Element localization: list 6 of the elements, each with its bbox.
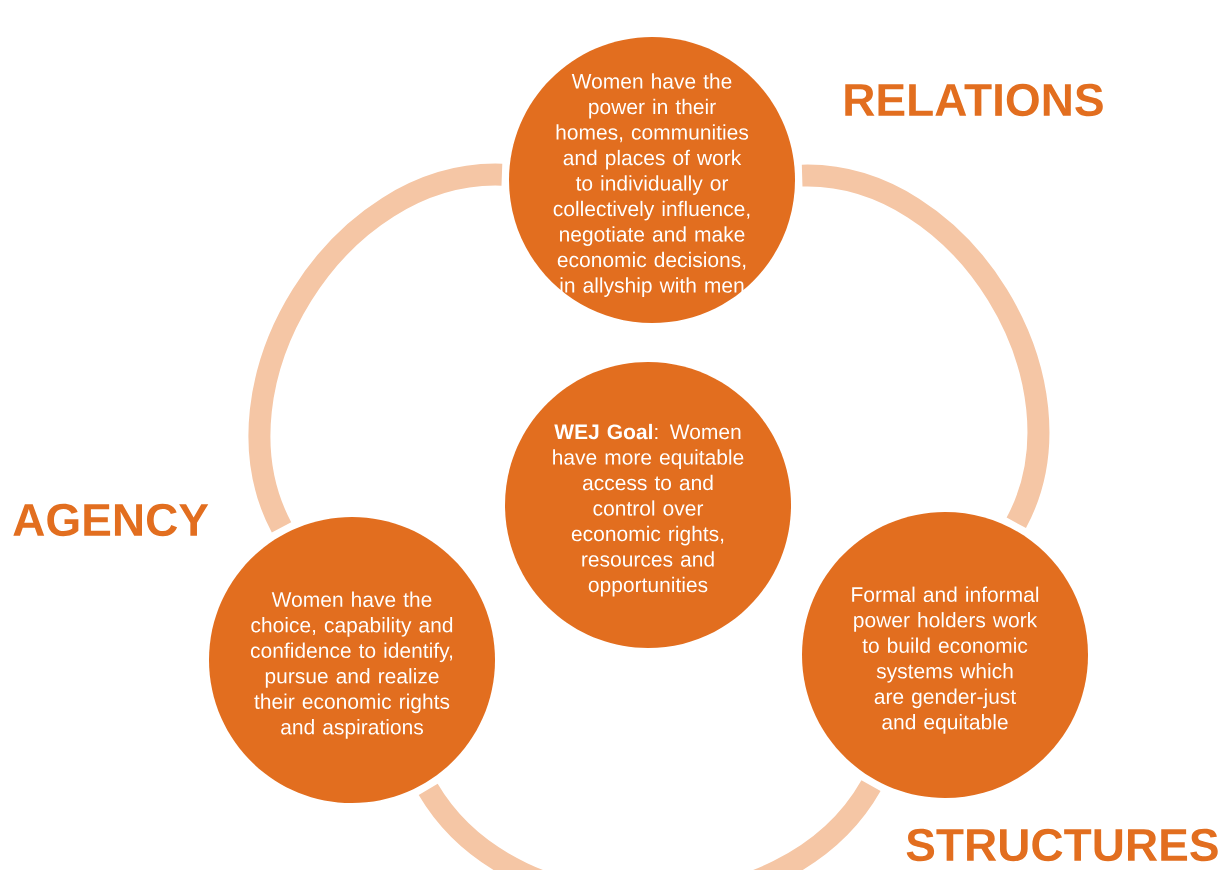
heading: RELATIONS — [845, 83, 1103, 117]
ring-arc — [419, 779, 880, 870]
heading: AGENCY — [13, 503, 209, 537]
heading: STRUCTURES — [906, 828, 1218, 862]
ring-arc — [249, 163, 503, 532]
ring-arc — [801, 164, 1049, 527]
